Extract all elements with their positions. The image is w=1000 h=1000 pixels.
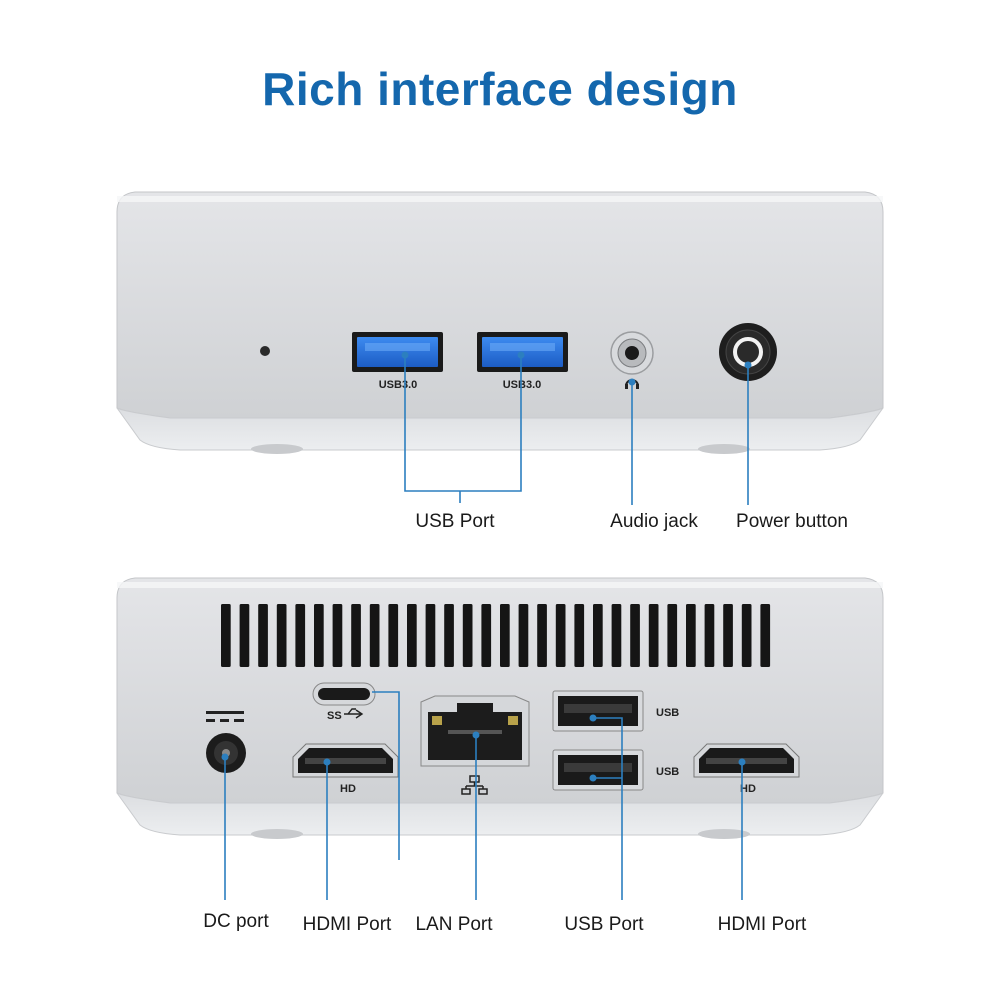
vent-slot bbox=[425, 604, 436, 667]
vent-slot bbox=[648, 604, 659, 667]
vent-grille bbox=[221, 604, 771, 667]
vent-slot bbox=[221, 604, 231, 667]
vent-slot bbox=[444, 604, 454, 667]
hdmi-port-left: HD bbox=[292, 743, 399, 795]
vent-slot bbox=[630, 604, 640, 667]
vent-slot bbox=[537, 604, 547, 667]
usb-port-rear-callout: USB Port bbox=[564, 914, 644, 935]
vent-slot bbox=[295, 604, 306, 667]
vent-slot bbox=[611, 604, 622, 667]
vent-slot bbox=[239, 604, 250, 667]
front-device bbox=[116, 191, 884, 454]
usb-port-callout: USB Port bbox=[415, 511, 495, 532]
dc-symbol-icon bbox=[206, 711, 244, 714]
vent-slot bbox=[574, 604, 585, 667]
vent-slot bbox=[593, 604, 603, 667]
vent-slot bbox=[462, 604, 473, 667]
hdmi-port-left-callout: HDMI Port bbox=[303, 914, 392, 935]
dc-jack bbox=[206, 711, 246, 773]
status-led bbox=[260, 346, 270, 356]
vent-slot bbox=[723, 604, 733, 667]
usb-a-port-front-1: USB3.0 bbox=[352, 332, 443, 391]
page-title: Rich interface design bbox=[262, 63, 738, 115]
vent-slot bbox=[369, 604, 380, 667]
dc-port-callout: DC port bbox=[203, 911, 269, 932]
vent-slot bbox=[518, 604, 529, 667]
vent-slot bbox=[314, 604, 324, 667]
vent-slot bbox=[686, 604, 696, 667]
vent-slot bbox=[388, 604, 399, 667]
usb-rear-callout-line bbox=[593, 717, 623, 900]
vent-slot bbox=[332, 604, 343, 667]
vent-slot bbox=[481, 604, 492, 667]
hdmi-port-right: HD bbox=[693, 743, 800, 795]
usbc-callout-line bbox=[372, 691, 400, 860]
usb-callout-line bbox=[404, 355, 522, 492]
hdmi-port-right-callout: HDMI Port bbox=[718, 914, 807, 935]
vent-slot bbox=[667, 604, 678, 667]
usb-label: USB bbox=[656, 707, 679, 719]
vent-slot bbox=[407, 604, 417, 667]
vent-slot bbox=[351, 604, 361, 667]
usb-a-port-rear-1: USB bbox=[552, 690, 679, 732]
superspeed-label: SS bbox=[327, 710, 342, 722]
usb-symbol-icon bbox=[344, 708, 364, 719]
usb-label: USB bbox=[656, 766, 679, 778]
lan-port-callout: LAN Port bbox=[415, 914, 493, 935]
power-button-callout: Power button bbox=[736, 511, 848, 532]
usb-a-port-rear-2: USB bbox=[552, 749, 679, 791]
usb-c-port: SS bbox=[312, 682, 376, 722]
network-icon bbox=[461, 775, 488, 795]
usb3-label: USB3.0 bbox=[503, 379, 542, 391]
vent-slot bbox=[741, 604, 752, 667]
vent-slot bbox=[276, 604, 287, 667]
hd-label: HD bbox=[340, 783, 356, 795]
vent-slot bbox=[704, 604, 715, 667]
vent-slot bbox=[500, 604, 510, 667]
hd-label: HD bbox=[740, 783, 756, 795]
vent-slot bbox=[760, 604, 771, 667]
vent-slot bbox=[555, 604, 566, 667]
audio-jack-callout: Audio jack bbox=[610, 511, 698, 532]
vent-slot bbox=[258, 604, 268, 667]
usb3-label: USB3.0 bbox=[379, 379, 418, 391]
